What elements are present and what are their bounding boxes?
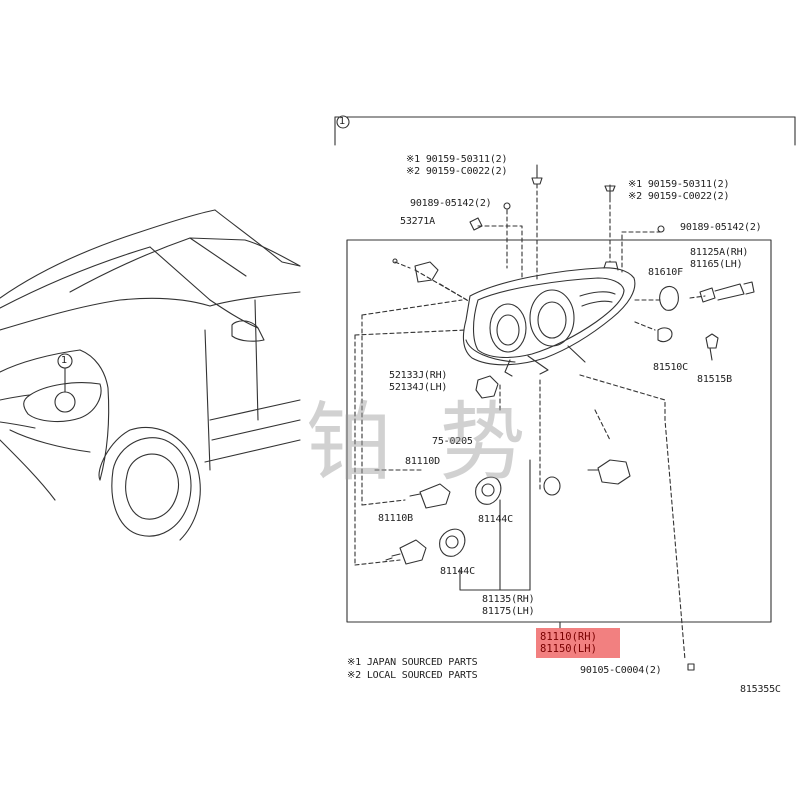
label-l17: 90105-C0004(2) (580, 665, 662, 676)
label-l7: 81610F (648, 267, 683, 278)
bulb-81110d (409, 483, 451, 509)
callout-number-vehicle: 1 (61, 355, 68, 366)
vehicle-outline (0, 209, 301, 541)
highlight-label-lh: 81150(LH) (540, 643, 597, 655)
label-l1b: ※2 90159-C0022(2) (406, 166, 508, 177)
highlight-label-rh: 81110(RH) (540, 631, 597, 643)
label-l3: 90189-05142(2) (410, 198, 492, 209)
bracket-clip (414, 261, 439, 283)
part-81125a (699, 281, 755, 303)
socket-part (587, 459, 631, 485)
watermark: 铂 势 (306, 393, 536, 493)
label-l9: 81515B (697, 374, 732, 385)
clip-top-right (657, 225, 665, 233)
label-l11: 75-0205 (432, 436, 473, 447)
label-l6a: 81125A(RH) (690, 247, 749, 258)
cap-81144c-lower (439, 528, 466, 557)
callout-number-bracket: 1 (339, 116, 346, 127)
headlamp-callout-marker (54, 391, 76, 413)
label-l12: 81110D (405, 456, 440, 467)
label-l16b: 81175(LH) (482, 606, 535, 617)
label-l15: 81144C (440, 566, 475, 577)
note-local-sourced: ※2 LOCAL SOURCED PARTS (347, 670, 478, 681)
bulb-81110b (385, 539, 427, 565)
label-l10a: 52133J(RH) (389, 370, 448, 381)
part-81610f (659, 285, 679, 311)
diagram-code: 815355C (740, 684, 781, 695)
label-l8: 81510C (653, 362, 688, 373)
part-53271a (469, 217, 483, 231)
part-52133j (475, 375, 499, 399)
cap-81144c-upper (475, 476, 502, 505)
label-l4: 90189-05142(2) (680, 222, 762, 233)
part-81510c (657, 327, 673, 343)
highlight-box-81110 (536, 628, 620, 658)
bolt-top-right (604, 184, 616, 199)
label-l10b: 52134J(LH) (389, 382, 448, 393)
part-81515b (705, 333, 719, 361)
label-l6b: 81165(LH) (690, 259, 743, 270)
headlamp-assembly (462, 261, 636, 377)
label-l1a: ※1 90159-50311(2) (406, 154, 508, 165)
label-l16a: 81135(RH) (482, 594, 535, 605)
label-l14: 81144C (478, 514, 513, 525)
label-l13: 81110B (378, 513, 413, 524)
label-l5: 53271A (400, 216, 435, 227)
bolt-top-left (531, 164, 543, 185)
note-japan-sourced: ※1 JAPAN SOURCED PARTS (347, 657, 478, 668)
label-l2a: ※1 90159-50311(2) (628, 179, 730, 190)
bolt-bottom (687, 663, 695, 671)
label-l2b: ※2 90159-C0022(2) (628, 191, 730, 202)
o-ring (543, 476, 561, 496)
clip-top-left (503, 202, 511, 210)
